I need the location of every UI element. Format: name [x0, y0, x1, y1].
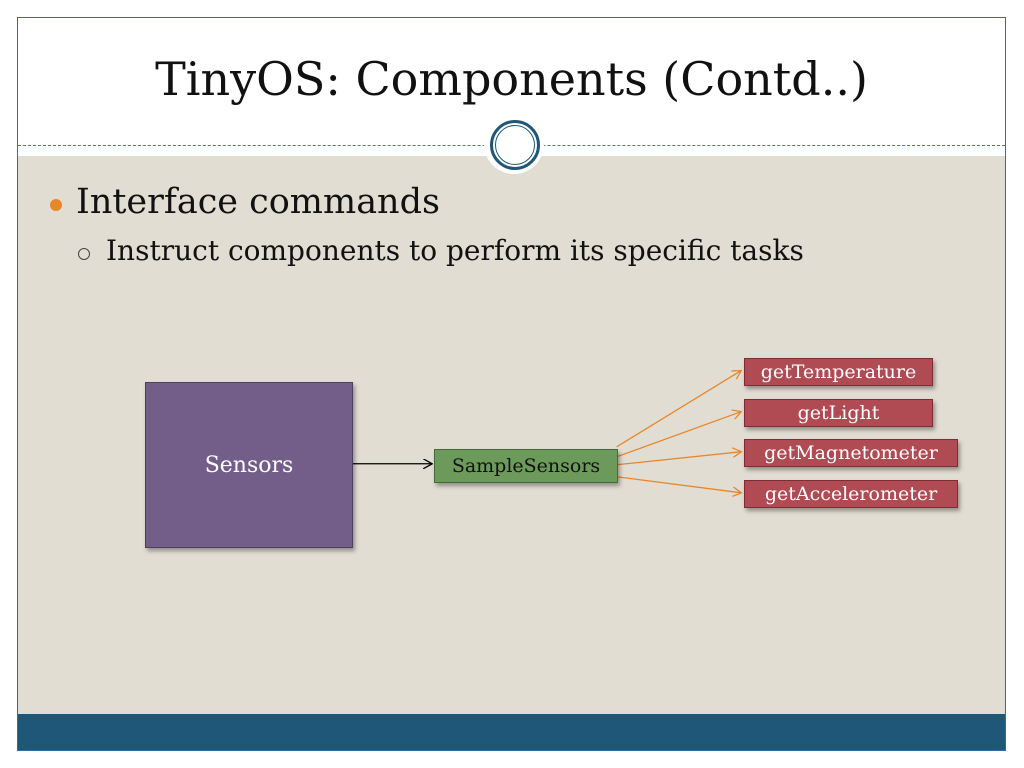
hollow-ring-icon: [78, 248, 90, 260]
slide-title: TinyOS: Components (Contd..): [155, 52, 868, 106]
sensors-box: Sensors: [145, 382, 353, 548]
bullet-text-instruct: Instruct components to perform its speci…: [106, 234, 804, 267]
filled-dot-icon: [50, 199, 62, 211]
command-getmagnetometer: getMagnetometer: [744, 439, 958, 467]
bullet-text-interface-commands: Interface commands: [76, 182, 440, 222]
inner-ring: [495, 125, 535, 165]
samplesensors-box: SampleSensors: [434, 449, 618, 483]
command-getlight: getLight: [744, 399, 933, 427]
command-gettemperature: getTemperature: [744, 358, 933, 386]
slide: TinyOS: Components (Contd..) Interface c…: [17, 17, 1006, 751]
footer-bar: [18, 714, 1005, 750]
command-getaccelerometer: getAccelerometer: [744, 480, 958, 508]
